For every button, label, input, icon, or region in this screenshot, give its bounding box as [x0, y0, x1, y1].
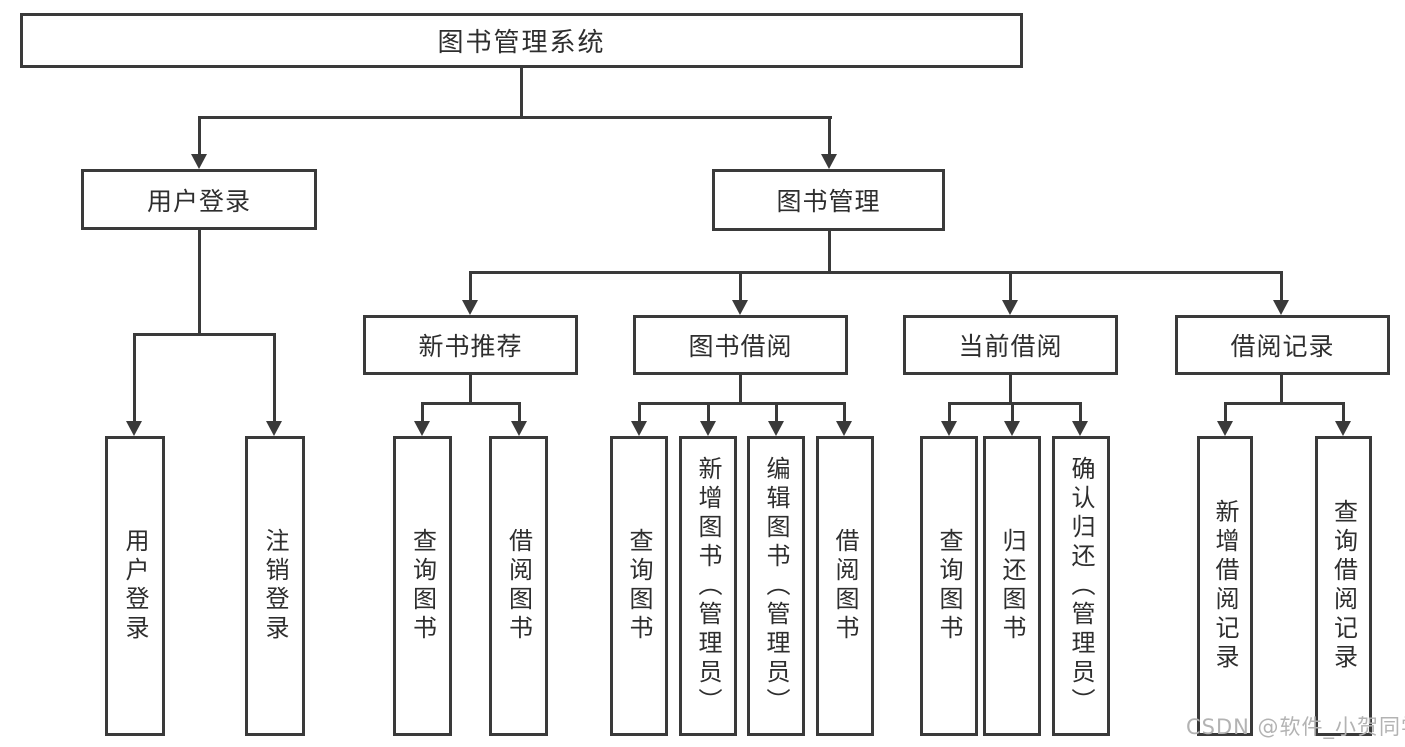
connector-level2-branch	[198, 116, 832, 119]
arrow-down-icon	[1002, 300, 1018, 315]
arrow-down-icon	[821, 154, 837, 169]
connector-drop-leaf	[775, 402, 778, 423]
leaf-query-borrow-record-label: 查询借阅记录	[1329, 499, 1358, 673]
connector-drop-leaf	[1011, 402, 1014, 423]
connector-new-book-branch	[421, 402, 521, 405]
connector-drop-leaf	[273, 333, 276, 423]
leaf-return-book-label: 归还图书	[998, 528, 1026, 644]
node-borrow-record-label: 借阅记录	[1230, 332, 1335, 361]
connector-drop-leaf	[421, 402, 424, 423]
leaf-add-book-admin: 新增图书（管理员）	[679, 436, 737, 736]
connector-drop-new-book	[469, 271, 472, 302]
connector-new-book-stem	[469, 375, 472, 405]
arrow-down-icon	[941, 421, 957, 436]
node-borrow-record: 借阅记录	[1175, 315, 1390, 375]
node-book-management: 图书管理	[712, 169, 945, 231]
leaf-borrow-book-recommend: 借阅图书	[489, 436, 548, 736]
connector-drop-leaf	[1079, 402, 1082, 423]
csdn-watermark: CSDN @软件_小贺同学	[1186, 715, 1405, 739]
arrow-down-icon	[1072, 421, 1088, 436]
node-new-book-recommend-label: 新书推荐	[418, 332, 523, 361]
arrow-down-icon	[768, 421, 784, 436]
leaf-borrow-book-recommend-label: 借阅图书	[504, 528, 533, 644]
leaf-add-borrow-record: 新增借阅记录	[1197, 436, 1253, 736]
connector-root-stem	[520, 68, 523, 118]
arrow-down-icon	[414, 421, 430, 436]
node-book-borrow-label: 图书借阅	[688, 332, 793, 361]
connector-drop-leaf	[843, 402, 846, 423]
leaf-query-book-recommend-label: 查询图书	[408, 528, 437, 644]
connector-drop-leaf	[707, 402, 710, 423]
connector-drop-leaf	[638, 402, 641, 423]
connector-current-borrow-branch	[948, 402, 1082, 405]
connector-borrow-record-stem	[1280, 375, 1283, 405]
node-new-book-recommend: 新书推荐	[363, 315, 578, 375]
connector-current-borrow-stem	[1009, 375, 1012, 405]
leaf-query-book-borrow: 查询图书	[610, 436, 668, 736]
node-root-label: 图书管理系统	[437, 28, 606, 58]
connector-book-borrow-branch	[638, 402, 846, 405]
connector-drop-leaf	[133, 333, 136, 423]
arrow-down-icon	[511, 421, 527, 436]
arrow-down-icon	[1335, 421, 1351, 436]
node-current-borrow: 当前借阅	[903, 315, 1118, 375]
arrow-down-icon	[631, 421, 647, 436]
arrow-down-icon	[191, 154, 207, 169]
connector-book-management-stem	[828, 231, 831, 274]
connector-drop-leaf	[948, 402, 951, 423]
leaf-query-book-borrow-label: 查询图书	[625, 528, 653, 644]
arrow-down-icon	[700, 421, 716, 436]
leaf-query-borrow-record: 查询借阅记录	[1315, 436, 1372, 736]
leaf-query-current-borrow: 查询图书	[920, 436, 978, 736]
arrow-down-icon	[126, 421, 142, 436]
arrow-down-icon	[1004, 421, 1020, 436]
connector-drop-borrow-record	[1280, 271, 1283, 302]
leaf-logout: 注销登录	[245, 436, 305, 736]
leaf-confirm-return-admin-label: 确认归还（管理员）	[1067, 455, 1095, 717]
connector-drop-user-login	[198, 116, 201, 156]
node-user-login: 用户登录	[81, 169, 317, 230]
arrow-down-icon	[1273, 300, 1289, 315]
leaf-user-login: 用户登录	[105, 436, 165, 736]
leaf-add-book-admin-label: 新增图书（管理员）	[694, 455, 722, 717]
arrow-down-icon	[266, 421, 282, 436]
connector-drop-leaf	[518, 402, 521, 423]
leaf-user-login-label: 用户登录	[121, 528, 149, 644]
connector-level3-branch	[469, 271, 1283, 274]
connector-drop-current-borrow	[1009, 271, 1012, 302]
connector-drop-leaf	[1342, 402, 1345, 423]
connector-drop-leaf	[1224, 402, 1227, 423]
node-current-borrow-label: 当前借阅	[958, 332, 1063, 361]
connector-drop-book-management	[828, 116, 831, 156]
arrow-down-icon	[1217, 421, 1233, 436]
leaf-borrow-book-label: 借阅图书	[831, 528, 859, 644]
arrow-down-icon	[836, 421, 852, 436]
connector-borrow-record-branch	[1224, 402, 1345, 405]
leaf-return-book: 归还图书	[983, 436, 1041, 736]
node-user-login-label: 用户登录	[146, 186, 251, 216]
connector-user-login-branch	[134, 333, 276, 336]
leaf-query-book-recommend: 查询图书	[393, 436, 452, 736]
leaf-logout-label: 注销登录	[261, 528, 289, 644]
leaf-add-borrow-record-label: 新增借阅记录	[1211, 499, 1239, 673]
leaf-borrow-book: 借阅图书	[816, 436, 874, 736]
arrow-down-icon	[732, 300, 748, 315]
connector-book-borrow-stem	[739, 375, 742, 405]
node-book-management-label: 图书管理	[776, 187, 881, 216]
leaf-edit-book-admin-label: 编辑图书（管理员）	[762, 455, 790, 717]
node-root: 图书管理系统	[20, 13, 1023, 68]
leaf-query-current-borrow-label: 查询图书	[935, 528, 963, 644]
connector-user-login-stem	[198, 230, 201, 335]
leaf-edit-book-admin: 编辑图书（管理员）	[747, 436, 805, 736]
node-book-borrow: 图书借阅	[633, 315, 848, 375]
arrow-down-icon	[462, 300, 478, 315]
connector-drop-book-borrow	[739, 271, 742, 302]
leaf-confirm-return-admin: 确认归还（管理员）	[1052, 436, 1110, 736]
